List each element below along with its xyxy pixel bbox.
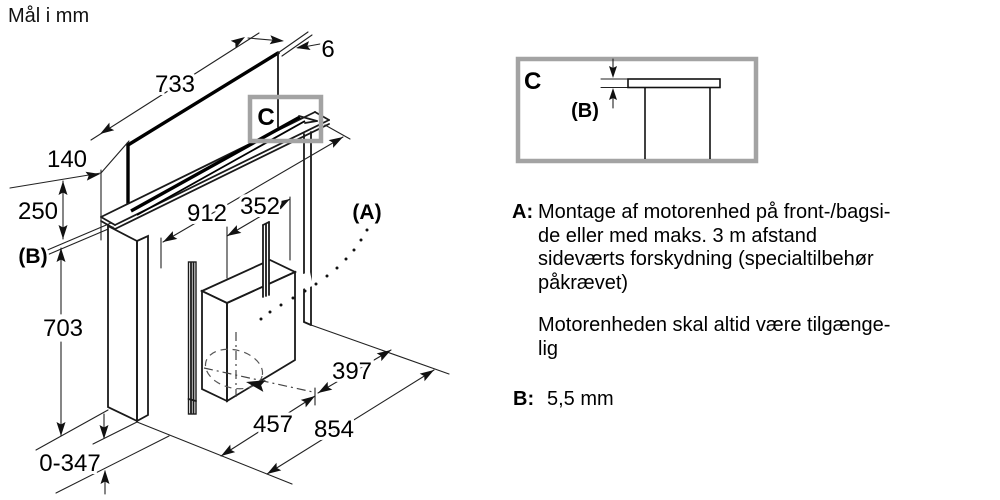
outlet-centerlines bbox=[203, 332, 314, 397]
dim-912-label: 912 bbox=[187, 200, 227, 227]
note-a-line: Montage af motorenhed på front-/bagsi- bbox=[538, 201, 891, 223]
glass-thickness-lines bbox=[277, 31, 313, 57]
dim-733: 733 bbox=[90, 32, 260, 141]
note-a-line: påkrævet) bbox=[538, 271, 629, 294]
dim-6-label: 6 bbox=[321, 36, 334, 63]
note-a-block-1: Montage af motorenhed på front-/bagsi- d… bbox=[538, 201, 890, 295]
rear-panel bbox=[303, 131, 312, 326]
leader-a-dots bbox=[259, 228, 369, 321]
detail-plate bbox=[627, 78, 721, 89]
dim-912: 912 bbox=[160, 136, 344, 269]
dim-6: 6 bbox=[247, 33, 338, 66]
dim-352-label: 352 bbox=[240, 193, 280, 220]
note-a-line: lig bbox=[538, 337, 559, 360]
dim-457: 457 bbox=[220, 395, 316, 457]
dim-250: 250 bbox=[15, 180, 68, 240]
rim-slot bbox=[130, 115, 318, 216]
reference-lines bbox=[35, 124, 450, 494]
callout-c-box: C bbox=[247, 94, 324, 144]
dim-397: 397 bbox=[314, 349, 392, 406]
note-b-value: 5,5 mm bbox=[547, 388, 614, 410]
countertop-line bbox=[37, 222, 114, 259]
dim-733-label: 733 bbox=[155, 71, 195, 98]
dim-0-347-label: 0-347 bbox=[39, 450, 100, 477]
detail-b-label: (B) bbox=[571, 100, 599, 122]
dim-0-347: 0-347 bbox=[36, 413, 110, 495]
front-rail bbox=[187, 261, 197, 415]
dim-703-label: 703 bbox=[43, 315, 83, 342]
note-a-line: de eller med maks. 3 m afstand bbox=[538, 224, 818, 247]
note-a-block-2: Motorenheden skal altid være tilgænge- l… bbox=[538, 314, 890, 361]
dim-140: 140 bbox=[9, 140, 130, 241]
callout-b-label: (B) bbox=[18, 245, 47, 268]
detail-duct bbox=[644, 87, 711, 159]
mounting-rod bbox=[262, 221, 270, 298]
detail-c: C (B) bbox=[515, 56, 759, 164]
motor-unit bbox=[199, 259, 313, 403]
detail-c-title: C bbox=[524, 68, 541, 95]
dim-250-label: 250 bbox=[18, 198, 58, 225]
note-a-key: A: bbox=[512, 201, 534, 223]
note-a-line: sideværts forskydning (specialtilbehør bbox=[538, 248, 874, 271]
glass-panel bbox=[126, 51, 280, 216]
callout-c-label: C bbox=[257, 104, 274, 131]
page-title: Mål i mm bbox=[8, 5, 90, 27]
dim-854-label: 854 bbox=[314, 416, 354, 443]
duct bbox=[107, 224, 149, 423]
duct-connector bbox=[296, 272, 313, 290]
note-a-line: Motorenheden skal altid være tilgænge- bbox=[538, 314, 891, 336]
callout-a-label: (A) bbox=[352, 201, 381, 224]
dim-352: 352 bbox=[226, 190, 291, 279]
note-b-key: B: bbox=[513, 388, 535, 410]
isometric-drawing: 733 6 140 2 bbox=[9, 31, 450, 495]
dim-703: 703 bbox=[40, 247, 86, 437]
dim-140-label: 140 bbox=[47, 146, 87, 173]
dim-854: 854 bbox=[266, 369, 435, 475]
dim-457-label: 457 bbox=[253, 411, 293, 438]
dim-397-label: 397 bbox=[332, 358, 372, 385]
